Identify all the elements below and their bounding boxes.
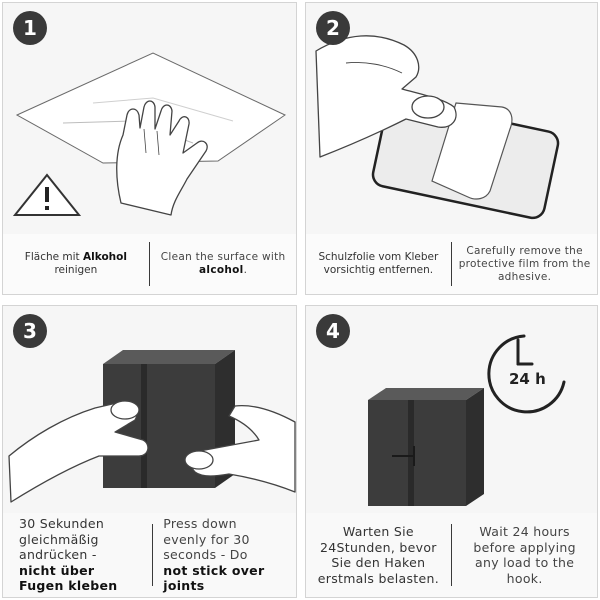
caption-german: Schulzfolie vom Kleber vorsichtig entfer… bbox=[306, 251, 451, 277]
step-3-illustration bbox=[8, 350, 296, 503]
clock-icon bbox=[487, 334, 566, 414]
caption-german: Warten Sie 24Stunden, bevor Sie den Hake… bbox=[306, 524, 451, 586]
warning-triangle-icon bbox=[12, 173, 82, 216]
caption-text: hook. bbox=[506, 570, 543, 586]
caption-english: Carefully remove the protective film fro… bbox=[452, 245, 597, 284]
hand-icon bbox=[184, 404, 296, 493]
caption-german: Fläche mit Alkohol reinigen bbox=[3, 251, 149, 277]
hook-icon bbox=[368, 388, 484, 506]
caption-text: adhesive. bbox=[497, 270, 552, 283]
caption-english: Clean the surface with alcohol. bbox=[150, 251, 296, 277]
caption-text: Schulzfolie vom Kleber bbox=[318, 251, 439, 263]
caption-german: 30 Sekunden gleichmäßig andrücken - nich… bbox=[3, 516, 152, 594]
step-number-badge: 2 bbox=[316, 11, 350, 45]
step-2-illustration bbox=[315, 35, 560, 220]
step-number-badge: 3 bbox=[13, 314, 47, 348]
caption-text: seconds - Do bbox=[163, 547, 248, 563]
caption-highlight: joints bbox=[163, 578, 205, 594]
step-2-captions: Schulzfolie vom Kleber vorsichtig entfer… bbox=[306, 234, 597, 294]
caption-text: Clean the surface with bbox=[160, 251, 286, 263]
step-number-badge: 4 bbox=[316, 314, 350, 348]
caption-divider bbox=[151, 524, 154, 586]
caption-highlight: not stick over bbox=[163, 562, 265, 578]
adhesive-pad-icon bbox=[371, 98, 560, 220]
step-3-panel: 3 30 Sekunden gleichmäßig andrücken - ni… bbox=[2, 305, 297, 598]
step-4-panel: 4 Warten Sie 24Stunden, bevor Sie den Ha… bbox=[305, 305, 598, 598]
caption-text: Wait 24 hours bbox=[479, 524, 570, 539]
caption-divider bbox=[148, 242, 151, 286]
caption-text: Press down bbox=[163, 516, 237, 532]
caption-english: Wait 24 hours before applying any load t… bbox=[452, 524, 597, 586]
caption-text: gleichmäßig bbox=[19, 531, 99, 547]
caption-highlight: Fugen kleben bbox=[19, 578, 118, 594]
caption-text: erstmals belasten. bbox=[317, 570, 439, 586]
caption-text: any load to the bbox=[475, 555, 575, 570]
caption-divider bbox=[450, 524, 453, 586]
hand-icon bbox=[315, 35, 457, 158]
caption-text: before applying bbox=[473, 539, 576, 555]
caption-text: Warten Sie bbox=[342, 524, 414, 539]
step-4-illustration bbox=[368, 334, 566, 506]
step-1-panel: 1 Fläche mit Alkohol reinigen Clean the … bbox=[2, 2, 297, 295]
step-1-captions: Fläche mit Alkohol reinigen Clean the su… bbox=[3, 234, 296, 294]
caption-text: evenly for 30 bbox=[163, 531, 250, 547]
step-number-badge: 1 bbox=[13, 11, 47, 45]
caption-divider bbox=[450, 242, 453, 286]
caption-text: protective film from the bbox=[458, 257, 591, 270]
step-3-captions: 30 Sekunden gleichmäßig andrücken - nich… bbox=[3, 513, 296, 597]
hand-icon bbox=[116, 100, 208, 216]
caption-text: 30 Sekunden bbox=[19, 516, 105, 532]
step-2-panel: 2 Schulzfolie vom Kleber vorsichtig entf… bbox=[305, 2, 598, 295]
caption-text: andrücken - bbox=[19, 547, 97, 563]
caption-text: . bbox=[243, 264, 248, 276]
caption-highlight: Alkohol bbox=[83, 251, 127, 263]
caption-english: Press down evenly for 30 seconds - Do no… bbox=[153, 516, 296, 594]
caption-text: Sie den Haken bbox=[331, 555, 426, 570]
hand-icon bbox=[8, 400, 149, 503]
caption-highlight: alcohol bbox=[199, 264, 244, 276]
caption-text: vorsichtig entfernen. bbox=[323, 264, 434, 276]
step-4-captions: Warten Sie 24Stunden, bevor Sie den Hake… bbox=[306, 513, 597, 597]
caption-text: reinigen bbox=[54, 264, 98, 276]
step-1-illustration bbox=[12, 52, 287, 216]
caption-text: Fläche mit bbox=[24, 251, 84, 263]
caption-highlight: nicht über bbox=[19, 562, 95, 578]
clock-duration-label: 24 h bbox=[509, 370, 546, 388]
caption-text: Carefully remove the bbox=[466, 244, 583, 257]
caption-text: 24Stunden, bevor bbox=[320, 539, 437, 555]
